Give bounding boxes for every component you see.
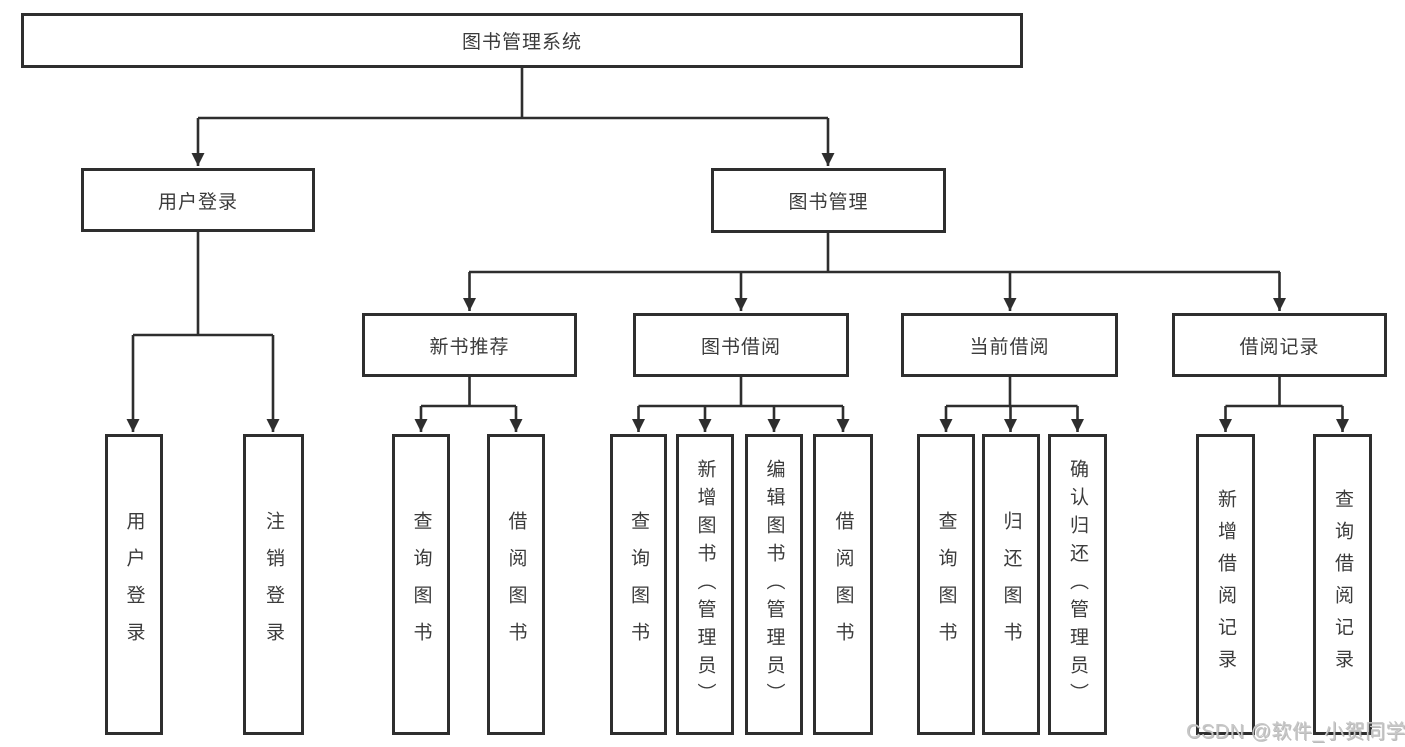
leaf-bw-query-books: 查询图书 <box>610 434 667 735</box>
connector-root-to-level2 <box>191 68 835 166</box>
connector-records-children <box>1219 377 1349 432</box>
connector-user-login-children <box>126 232 280 432</box>
leaf-bw-add-books-admin: 新增图书（管理员） <box>676 434 734 735</box>
leaf-cur-query-books-label: 查询图书 <box>935 510 957 659</box>
connector-book-mgmt-children <box>463 233 1286 311</box>
node-book-borrow-label: 图书借阅 <box>700 336 781 358</box>
leaf-nb-borrow-books-label: 借阅图书 <box>505 510 527 659</box>
leaf-cur-confirm-return-admin-label: 确认归还（管理员） <box>1067 458 1088 711</box>
connector-borrow-children <box>632 377 850 432</box>
node-current-borrow: 当前借阅 <box>901 313 1118 377</box>
connector-current-children <box>939 377 1084 432</box>
connector-new-book-children <box>414 377 523 432</box>
leaf-user-login-label: 用户登录 <box>123 510 145 659</box>
node-book-mgmt: 图书管理 <box>711 168 946 233</box>
leaf-bw-borrow-books: 借阅图书 <box>813 434 873 735</box>
csdn-watermark: CSDN @软件_小贺同学 <box>1186 721 1405 743</box>
node-new-book-recommend-label: 新书推荐 <box>429 336 510 358</box>
leaf-bw-edit-books-admin-label: 编辑图书（管理员） <box>763 458 785 711</box>
leaf-cur-query-books: 查询图书 <box>917 434 975 735</box>
node-root: 图书管理系统 <box>21 13 1023 68</box>
leaf-rec-add-record-label: 新增借阅记录 <box>1215 488 1236 681</box>
leaf-cur-return-books-label: 归还图书 <box>1000 510 1022 659</box>
node-borrow-records-label: 借阅记录 <box>1239 336 1320 358</box>
leaf-nb-query-books: 查询图书 <box>392 434 450 735</box>
leaf-user-login: 用户登录 <box>105 434 163 735</box>
node-new-book-recommend: 新书推荐 <box>362 313 577 377</box>
leaf-bw-query-books-label: 查询图书 <box>628 510 649 659</box>
leaf-logout: 注销登录 <box>243 434 304 735</box>
leaf-rec-query-record: 查询借阅记录 <box>1313 434 1372 735</box>
leaf-nb-query-books-label: 查询图书 <box>410 510 432 659</box>
leaf-bw-add-books-admin-label: 新增图书（管理员） <box>694 458 716 711</box>
leaf-cur-confirm-return-admin: 确认归还（管理员） <box>1048 434 1107 735</box>
node-book-mgmt-label: 图书管理 <box>788 192 869 213</box>
node-user-login-label: 用户登录 <box>157 191 238 213</box>
node-root-label: 图书管理系统 <box>461 32 582 53</box>
leaf-logout-label: 注销登录 <box>263 510 284 659</box>
node-borrow-records: 借阅记录 <box>1172 313 1387 377</box>
leaf-bw-edit-books-admin: 编辑图书（管理员） <box>745 434 803 735</box>
node-user-login: 用户登录 <box>81 168 315 232</box>
node-book-borrow: 图书借阅 <box>633 313 849 377</box>
leaf-rec-query-record-label: 查询借阅记录 <box>1332 488 1353 681</box>
leaf-nb-borrow-books: 借阅图书 <box>487 434 545 735</box>
leaf-rec-add-record: 新增借阅记录 <box>1196 434 1255 735</box>
leaf-bw-borrow-books-label: 借阅图书 <box>832 510 854 659</box>
leaf-cur-return-books: 归还图书 <box>982 434 1040 735</box>
node-current-borrow-label: 当前借阅 <box>969 336 1050 358</box>
